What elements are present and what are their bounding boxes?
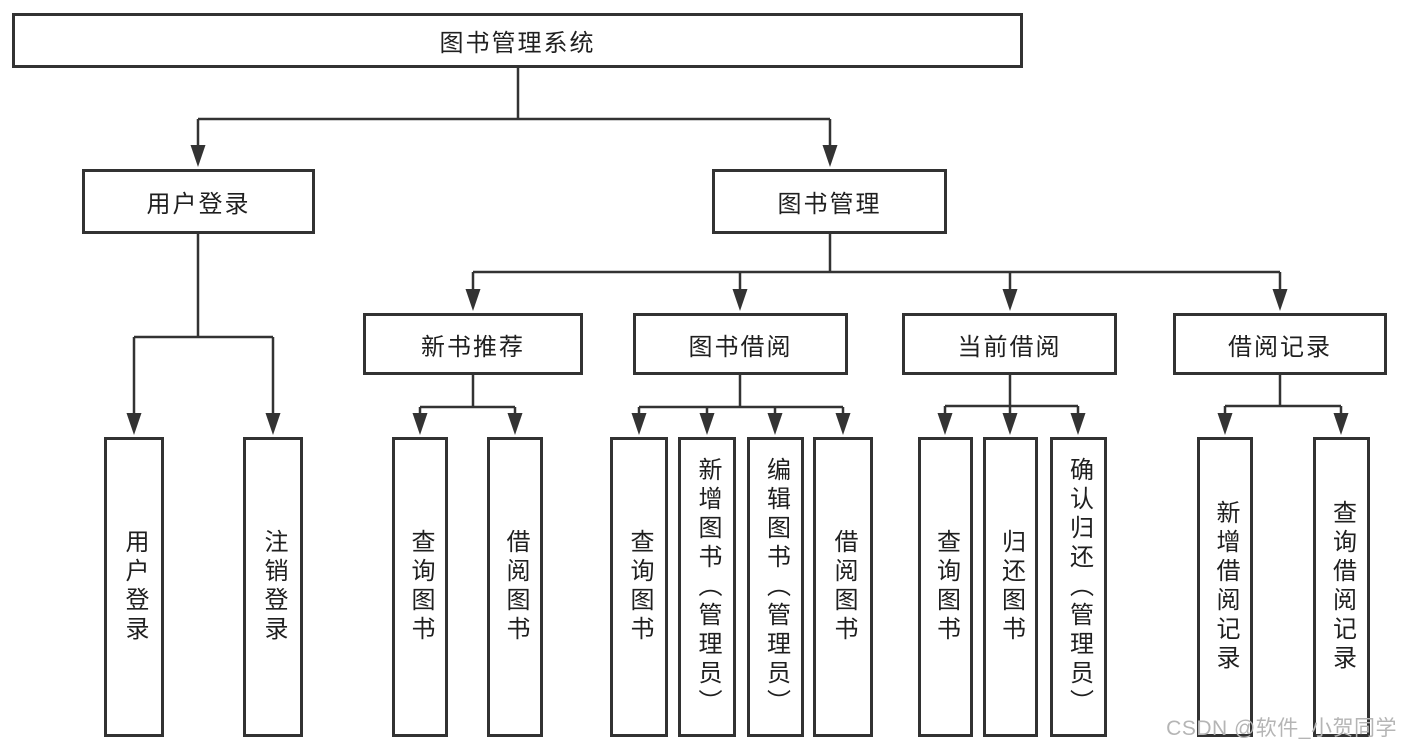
leaf-cb-query-books: 查询图书 bbox=[918, 437, 973, 737]
leaf-cb-query-books-label: 查询图书 bbox=[932, 529, 960, 645]
leaf-br-add-record-label: 新增借阅记录 bbox=[1212, 500, 1239, 674]
connector-user-login-children bbox=[126, 234, 281, 435]
leaf-cb-confirm-return-admin-label: 确认归还（管理员） bbox=[1065, 456, 1093, 718]
leaf-br-query-record-label: 查询借阅记录 bbox=[1328, 500, 1356, 674]
connector-new-book-recommend-children bbox=[412, 375, 523, 435]
leaf-user-login: 用户登录 bbox=[104, 437, 164, 737]
leaf-bb-query-books: 查询图书 bbox=[610, 437, 668, 737]
connector-borrow-records-children bbox=[1217, 375, 1349, 435]
leaf-cb-return-books: 归还图书 bbox=[983, 437, 1038, 737]
leaf-bb-add-books-admin-label: 新增图书（管理员） bbox=[694, 456, 721, 718]
connector-book-borrowing-children bbox=[631, 375, 851, 435]
leaf-logout: 注销登录 bbox=[243, 437, 303, 737]
node-book-borrowing: 图书借阅 bbox=[633, 313, 848, 375]
leaf-user-login-label: 用户登录 bbox=[121, 529, 148, 645]
leaf-bb-add-books-admin: 新增图书（管理员） bbox=[678, 437, 736, 737]
leaf-bb-edit-books-admin-label: 编辑图书（管理员） bbox=[762, 456, 790, 718]
node-book-management: 图书管理 bbox=[712, 169, 947, 234]
leaf-br-query-record: 查询借阅记录 bbox=[1313, 437, 1370, 737]
node-library-system-label: 图书管理系统 bbox=[439, 30, 596, 57]
leaf-bb-edit-books-admin: 编辑图书（管理员） bbox=[747, 437, 804, 737]
node-new-book-recommend: 新书推荐 bbox=[363, 313, 583, 375]
csdn-watermark: CSDN @软件_小贺同学 bbox=[1166, 717, 1397, 740]
leaf-nbr-borrow-books: 借阅图书 bbox=[487, 437, 543, 737]
node-borrow-records-label: 借阅记录 bbox=[1228, 333, 1332, 361]
node-book-borrowing-label: 图书借阅 bbox=[688, 333, 793, 361]
leaf-nbr-borrow-books-label: 借阅图书 bbox=[502, 529, 529, 645]
leaf-cb-return-books-label: 归还图书 bbox=[997, 529, 1025, 645]
connector-current-borrowing-children bbox=[937, 375, 1086, 435]
node-current-borrowing-label: 当前借阅 bbox=[957, 333, 1062, 361]
leaf-bb-borrow-books-label: 借阅图书 bbox=[830, 529, 857, 645]
leaf-nbr-query-books-label: 查询图书 bbox=[407, 529, 434, 645]
node-new-book-recommend-label: 新书推荐 bbox=[421, 333, 525, 361]
connector-book-management-children bbox=[465, 234, 1288, 311]
node-borrow-records: 借阅记录 bbox=[1173, 313, 1387, 375]
leaf-logout-label: 注销登录 bbox=[260, 529, 287, 645]
node-current-borrowing: 当前借阅 bbox=[902, 313, 1117, 375]
node-book-management-label: 图书管理 bbox=[777, 191, 882, 218]
node-library-system: 图书管理系统 bbox=[12, 13, 1023, 68]
leaf-cb-confirm-return-admin: 确认归还（管理员） bbox=[1050, 437, 1107, 737]
node-user-login-label: 用户登录 bbox=[146, 191, 251, 218]
leaf-bb-query-books-label: 查询图书 bbox=[626, 529, 653, 645]
node-user-login: 用户登录 bbox=[82, 169, 315, 234]
connector-root-to-level1 bbox=[190, 68, 838, 167]
leaf-br-add-record: 新增借阅记录 bbox=[1197, 437, 1253, 737]
leaf-nbr-query-books: 查询图书 bbox=[392, 437, 448, 737]
leaf-bb-borrow-books: 借阅图书 bbox=[813, 437, 873, 737]
